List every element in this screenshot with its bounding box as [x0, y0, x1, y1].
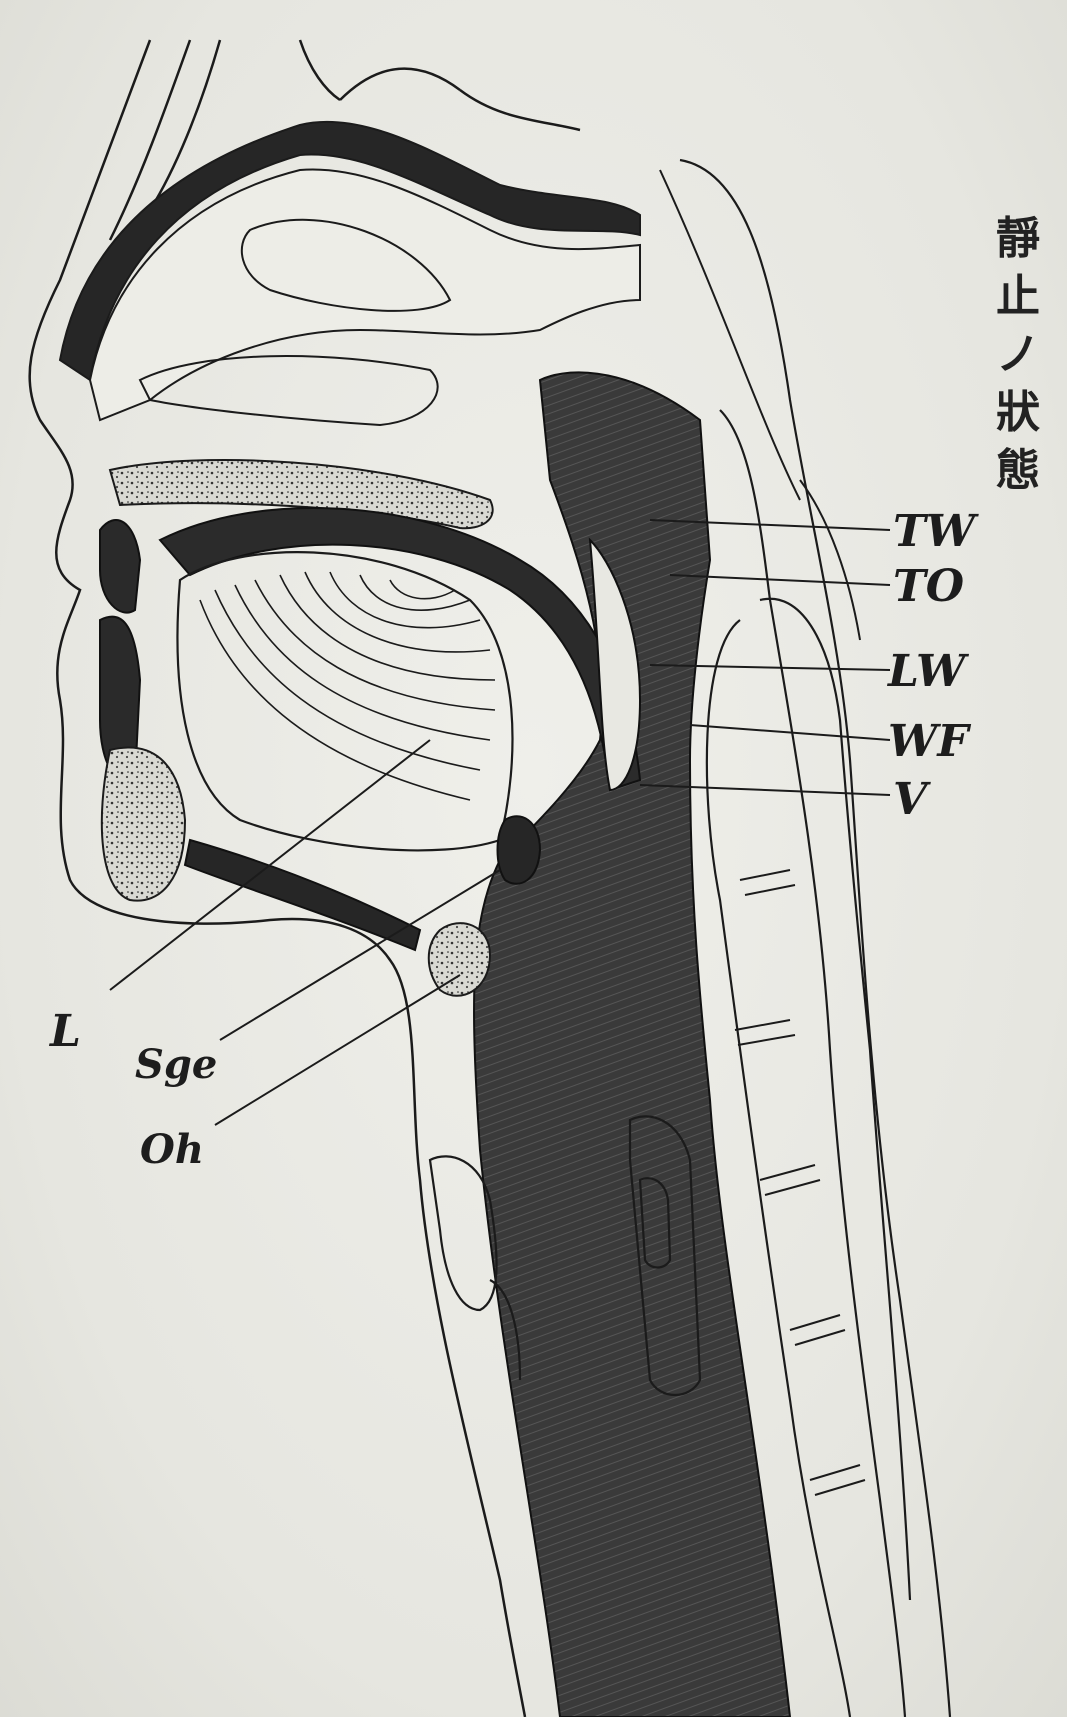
leader-oh: [215, 975, 460, 1125]
label-to: TO: [893, 565, 964, 609]
title-char: 狀: [988, 384, 1048, 442]
title-char: 靜: [988, 210, 1048, 268]
label-tw: TW: [893, 510, 975, 554]
label-lw: LW: [888, 650, 965, 694]
title-char: ノ: [988, 326, 1048, 384]
label-oh: Oh: [140, 1130, 204, 1170]
title-char: 止: [988, 268, 1048, 326]
hyoid: [429, 923, 490, 996]
soft-palate: [160, 508, 640, 790]
mandible: [102, 748, 185, 901]
leader-wf: [690, 725, 890, 740]
label-l: L: [50, 1010, 81, 1054]
vertebra-marks: [735, 870, 865, 1495]
label-sge: Sge: [135, 1045, 217, 1085]
label-wf: WF: [888, 720, 969, 764]
title-char: 態: [988, 442, 1048, 500]
label-v: V: [893, 778, 927, 822]
epiglottis: [498, 816, 541, 884]
figure-title: 靜 止 ノ 狀 態: [988, 210, 1048, 500]
upper-lip: [100, 520, 140, 613]
mylohyoid-band: [185, 840, 420, 950]
